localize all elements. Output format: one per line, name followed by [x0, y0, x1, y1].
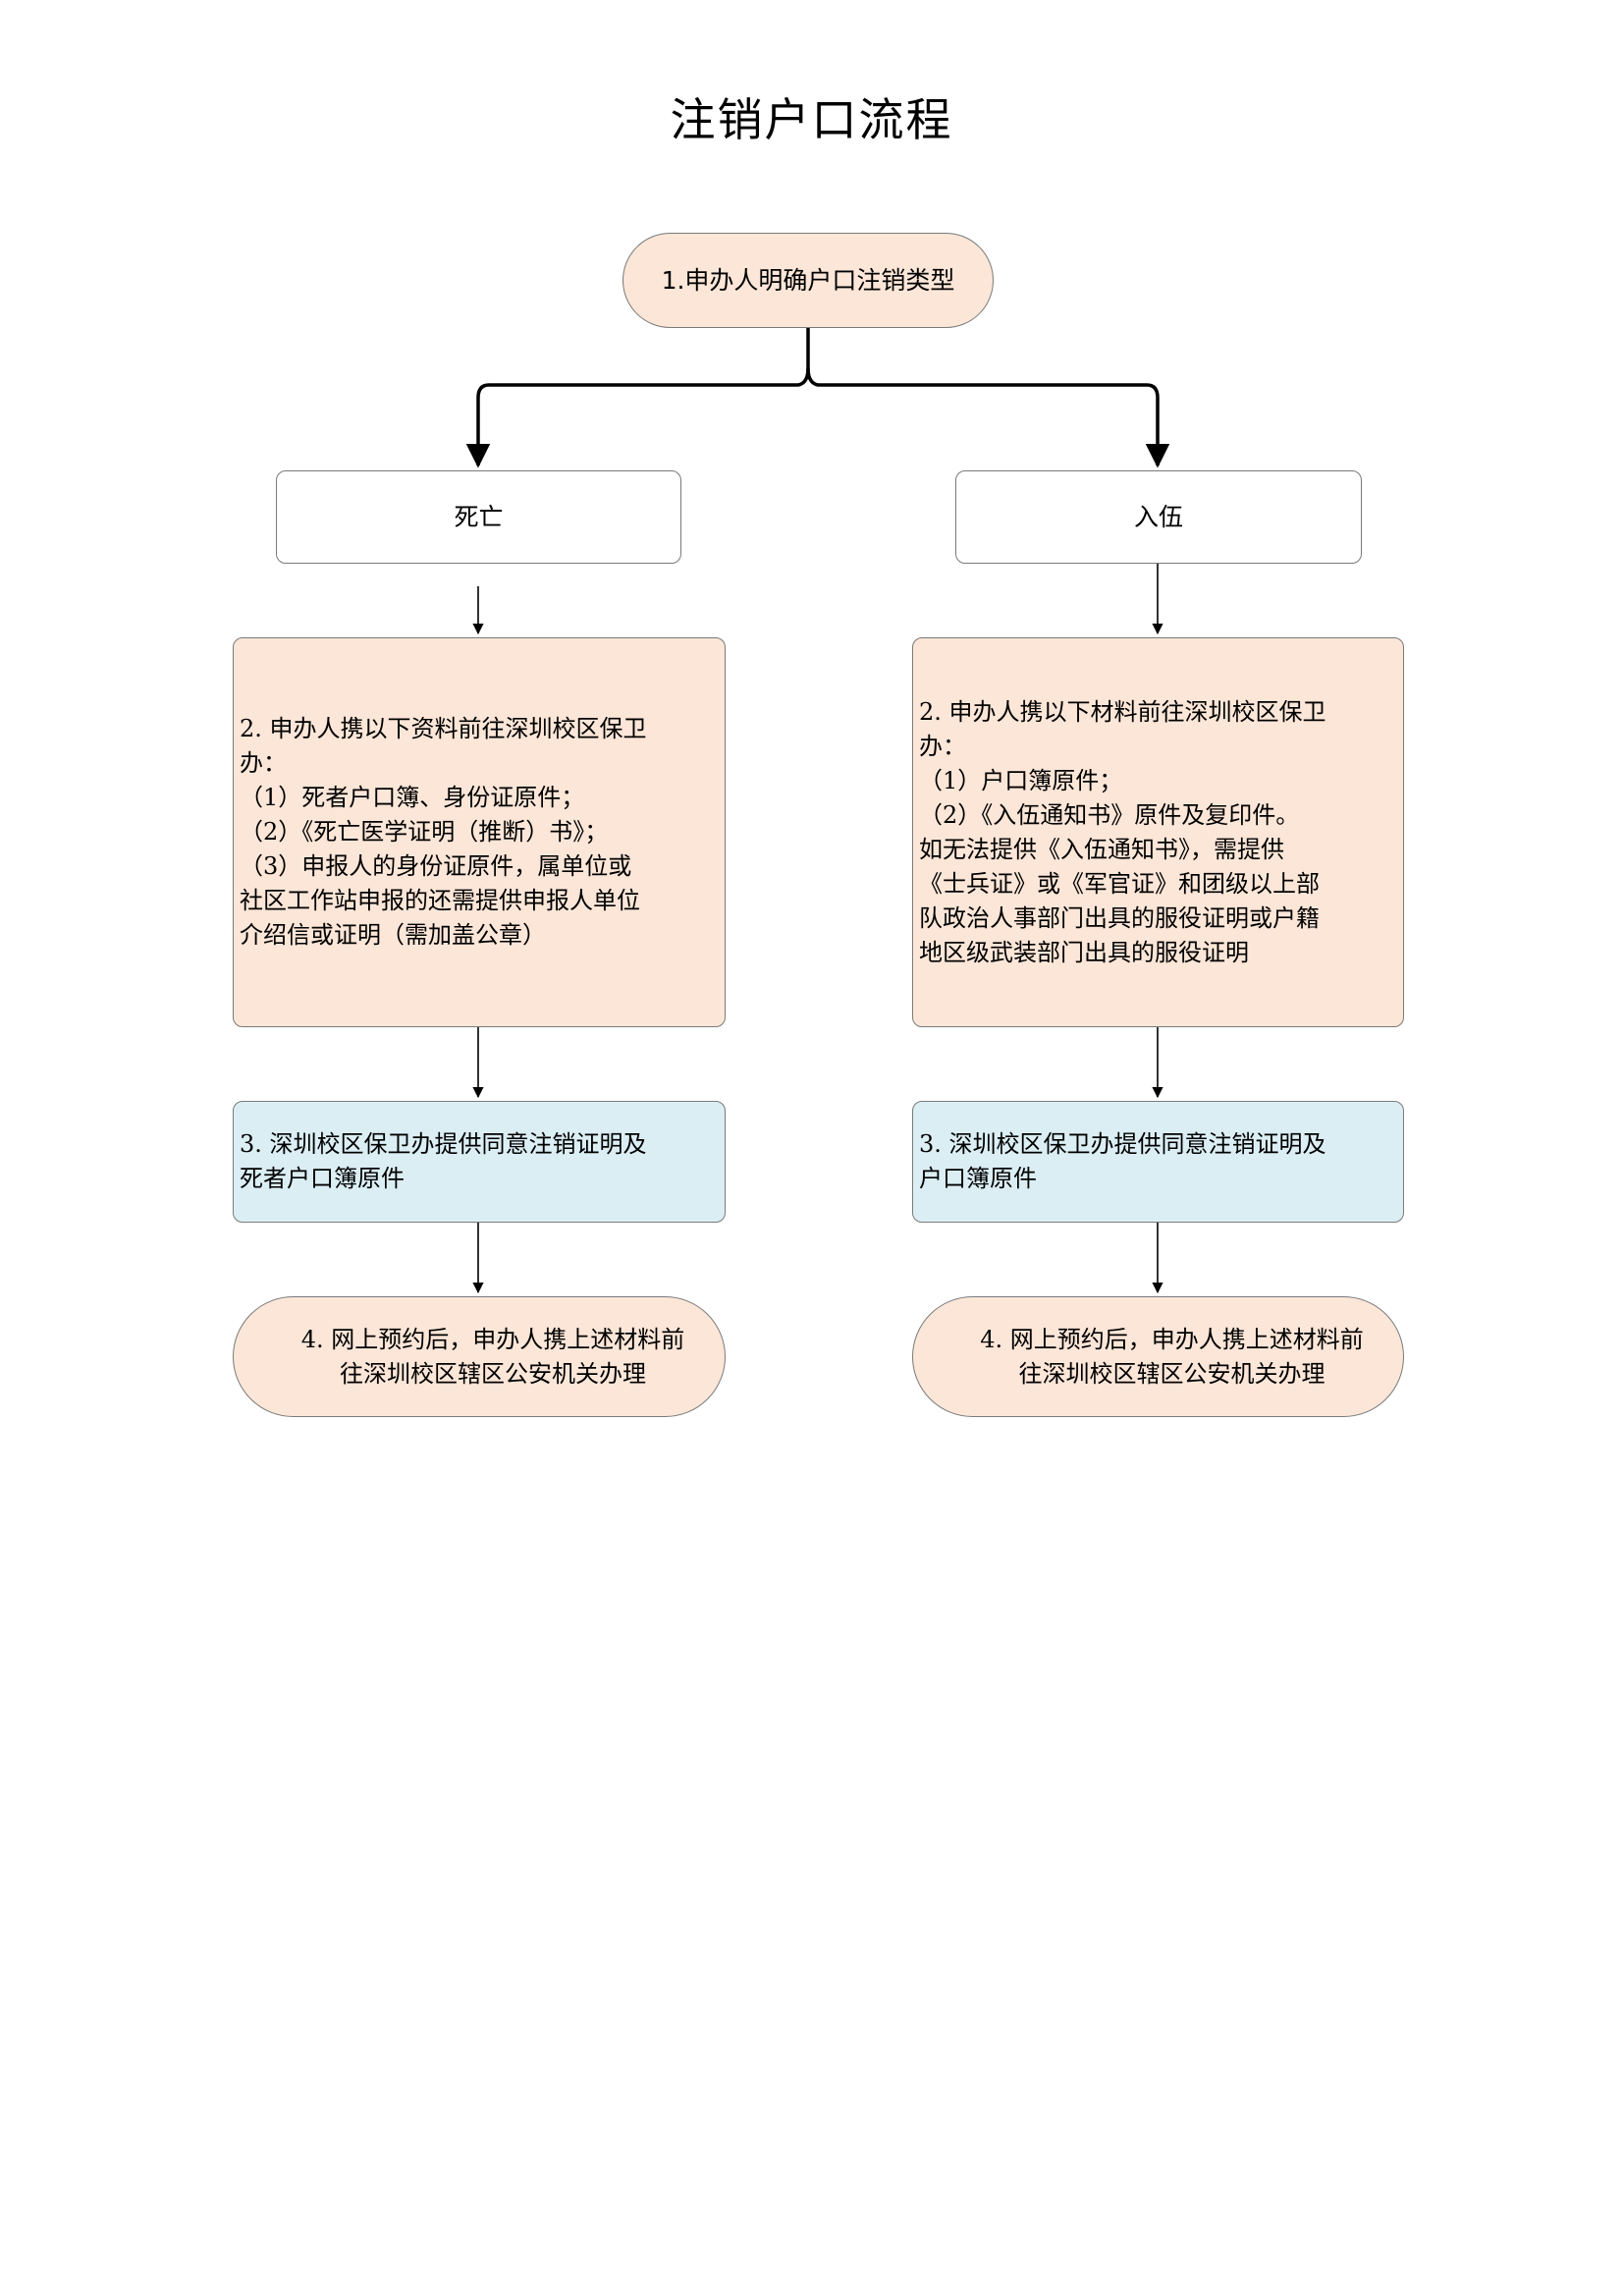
enlist-branch-node: 入伍: [955, 470, 1362, 564]
death-step2-text: 2. 申办人携以下资料前往深圳校区保卫 办： （1）死者户口簿、身份证原件； （…: [240, 712, 719, 953]
text-line: （2）《入伍通知书》原件及复印件。: [919, 800, 1300, 829]
text-line: 社区工作站申报的还需提供申报人单位: [240, 887, 640, 914]
text-line: 办：: [919, 732, 966, 760]
enlist-step4-text: 4. 网上预约后，申办人携上述材料前 往深圳校区辖区公安机关办理: [947, 1323, 1397, 1392]
enlist-step2-text: 2. 申办人携以下材料前往深圳校区保卫 办： （1）户口簿原件； （2）《入伍通…: [919, 695, 1397, 970]
death-step4-text: 4. 网上预约后，申办人携上述材料前 往深圳校区辖区公安机关办理: [267, 1323, 719, 1392]
enlist-step3-box: 3. 深圳校区保卫办提供同意注销证明及 户口簿原件: [912, 1101, 1404, 1223]
text-line: 死者户口簿原件: [240, 1165, 405, 1192]
brace-connector-right: [806, 367, 1170, 468]
text-line: 如无法提供《入伍通知书》，需提供: [919, 835, 1284, 863]
enlist-step3-text: 3. 深圳校区保卫办提供同意注销证明及 户口簿原件: [919, 1127, 1397, 1196]
text-line: 2. 申办人携以下材料前往深圳校区保卫: [919, 697, 1326, 726]
text-line: 户口簿原件: [919, 1165, 1037, 1192]
start-node: 1.申办人明确户口注销类型: [622, 233, 994, 328]
text-line: 办：: [240, 749, 287, 777]
text-line: 队政治人事部门出具的服役证明或户籍: [919, 903, 1320, 932]
text-line: （1）死者户口簿、身份证原件；: [240, 784, 585, 811]
text-line: （1）户口簿原件；: [919, 766, 1123, 794]
text-line: 《士兵证》或《军官证》和团级以上部: [919, 869, 1320, 898]
text-line: 4. 网上预约后，申办人携上述材料前: [300, 1325, 685, 1353]
page-title: 注销户口流程: [670, 93, 953, 146]
start-node-text: 1.申办人明确户口注销类型: [661, 266, 955, 295]
text-line: 3. 深圳校区保卫办提供同意注销证明及: [240, 1130, 647, 1158]
text-line: 地区级武装部门出具的服役证明: [919, 938, 1249, 966]
text-line: 4. 网上预约后，申办人携上述材料前: [980, 1325, 1364, 1353]
text-line: 往深圳校区辖区公安机关办理: [1018, 1359, 1325, 1388]
text-line: 介绍信或证明（需加盖公章）: [240, 921, 546, 949]
brace-connector: [465, 328, 810, 468]
death-branch-label: 死亡: [454, 503, 504, 531]
death-step2-box: 2. 申办人携以下资料前往深圳校区保卫 办： （1）死者户口簿、身份证原件； （…: [233, 637, 726, 1027]
text-line: 3. 深圳校区保卫办提供同意注销证明及: [919, 1130, 1326, 1158]
death-step3-text: 3. 深圳校区保卫办提供同意注销证明及 死者户口簿原件: [240, 1127, 719, 1196]
text-line: 往深圳校区辖区公安机关办理: [340, 1359, 646, 1388]
text-line: （2）《死亡医学证明（推断）书》；: [240, 818, 609, 846]
death-branch-node: 死亡: [276, 470, 681, 564]
death-step4-box: 4. 网上预约后，申办人携上述材料前 往深圳校区辖区公安机关办理: [233, 1296, 726, 1417]
enlist-step4-box: 4. 网上预约后，申办人携上述材料前 往深圳校区辖区公安机关办理: [912, 1296, 1404, 1417]
death-step3-box: 3. 深圳校区保卫办提供同意注销证明及 死者户口簿原件: [233, 1101, 726, 1223]
enlist-step2-box: 2. 申办人携以下材料前往深圳校区保卫 办： （1）户口簿原件； （2）《入伍通…: [912, 637, 1404, 1027]
text-line: （3）申报人的身份证原件，属单位或: [240, 852, 632, 880]
text-line: 2. 申办人携以下资料前往深圳校区保卫: [240, 715, 647, 742]
enlist-branch-label: 入伍: [1133, 503, 1183, 531]
